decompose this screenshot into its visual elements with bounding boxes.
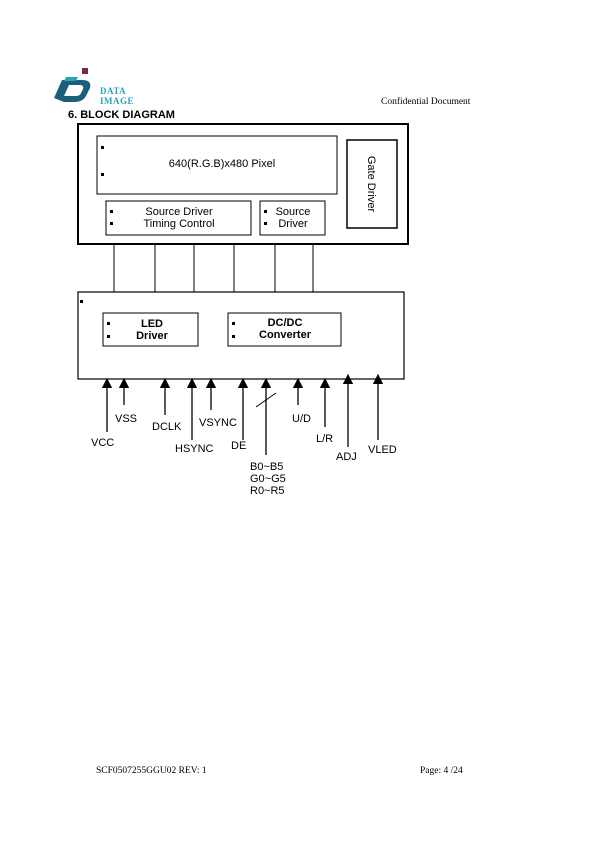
signal-arrows [101,373,384,455]
bullet-mark [80,300,83,303]
signal-label-vled: VLED [368,444,397,456]
source-driver-line1: Source [276,206,311,218]
dcdc-converter-block [227,312,342,347]
connector-lines [113,244,314,292]
source-timing-line2: Timing Control [143,218,214,230]
signal-label-rgb-g: G0~G5 [250,473,286,485]
bullet-mark [232,322,235,325]
bullet-mark [107,322,110,325]
gate-driver-block [346,139,398,229]
signal-label-rgb-b: B0~B5 [250,461,283,473]
source-timing-block [105,200,252,236]
logo-text-image: IMAGE [100,96,134,106]
signal-label-ud: U/D [292,413,311,425]
signal-label-hsync: HSYNC [175,443,214,455]
bullet-mark [232,335,235,338]
led-driver-line2: Driver [136,330,169,342]
signal-label-lr: L/R [316,433,333,445]
source-driver-line2: Driver [278,218,308,230]
logo-text-data: DATA [100,86,127,96]
bullet-mark [110,222,113,225]
section-title: 6. BLOCK DIAGRAM [68,109,175,121]
footer-doc-number: SCF0507255GGU02 REV: 1 [96,766,207,776]
pixel-array-block [96,135,338,195]
logo-mark-icon [54,68,91,102]
signal-label-adj: ADJ [336,451,357,463]
control-board-block [77,291,405,380]
signal-label-dclk: DCLK [152,421,182,433]
bus-slash [255,392,277,408]
confidential-label: Confidential Document [381,97,471,107]
led-driver-block [102,312,199,347]
dcdc-line2: Converter [259,329,312,341]
signal-label-vsync: VSYNC [199,417,237,429]
bullet-mark [101,173,104,176]
signal-label-rgb-r: R0~R5 [250,485,285,497]
signal-label-vss: VSS [115,413,137,425]
bullet-mark [110,210,113,213]
dcdc-line1: DC/DC [268,317,303,329]
signal-label-vcc: VCC [91,437,114,449]
company-logo: DATA IMAGE [52,68,148,108]
signal-label-de: DE [231,440,246,452]
source-driver-block [259,200,326,236]
bullet-mark [107,335,110,338]
pixel-array-label: 640(R.G.B)x480 Pixel [169,158,275,170]
bullet-mark [101,146,104,149]
bullet-mark [264,222,267,225]
panel-block [77,123,409,245]
led-driver-line1: LED [141,318,163,330]
gate-driver-label: Gate Driver [365,156,377,213]
source-timing-line1: Source Driver [145,206,213,218]
bullet-mark [264,210,267,213]
footer-page-number: Page: 4 /24 [420,766,463,776]
